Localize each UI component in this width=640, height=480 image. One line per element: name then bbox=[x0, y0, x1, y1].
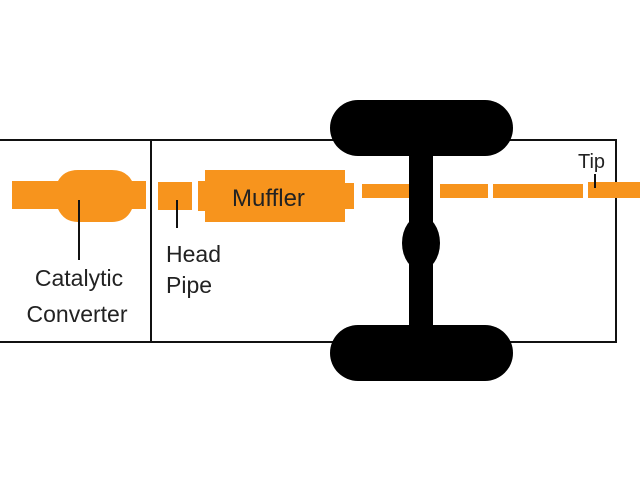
catalytic-label-line2: Converter bbox=[27, 301, 128, 327]
rear-axle-assembly bbox=[330, 100, 513, 381]
wheel-bottom bbox=[330, 325, 513, 381]
muffler-label: Muffler bbox=[232, 185, 305, 212]
muffler-body bbox=[205, 170, 345, 222]
tailpipe-segment bbox=[362, 184, 410, 198]
muffler-inlet bbox=[198, 181, 208, 211]
tip-label: Tip bbox=[578, 151, 605, 173]
tailpipe-segment bbox=[440, 184, 488, 198]
head-pipe bbox=[158, 182, 192, 210]
wheel-top bbox=[330, 100, 513, 156]
head-pipe-label-line2: Pipe bbox=[166, 272, 212, 298]
exhaust-system bbox=[12, 170, 640, 222]
catalytic-label-line1: Catalytic bbox=[35, 265, 123, 291]
differential bbox=[402, 216, 440, 270]
catalytic-converter bbox=[40, 170, 146, 222]
muffler-outlet bbox=[342, 183, 354, 209]
head-pipe-label-line1: Head bbox=[166, 241, 221, 267]
vehicle-frame bbox=[0, 139, 617, 343]
tailpipe-segment bbox=[493, 184, 583, 198]
exhaust-tip bbox=[588, 182, 640, 198]
